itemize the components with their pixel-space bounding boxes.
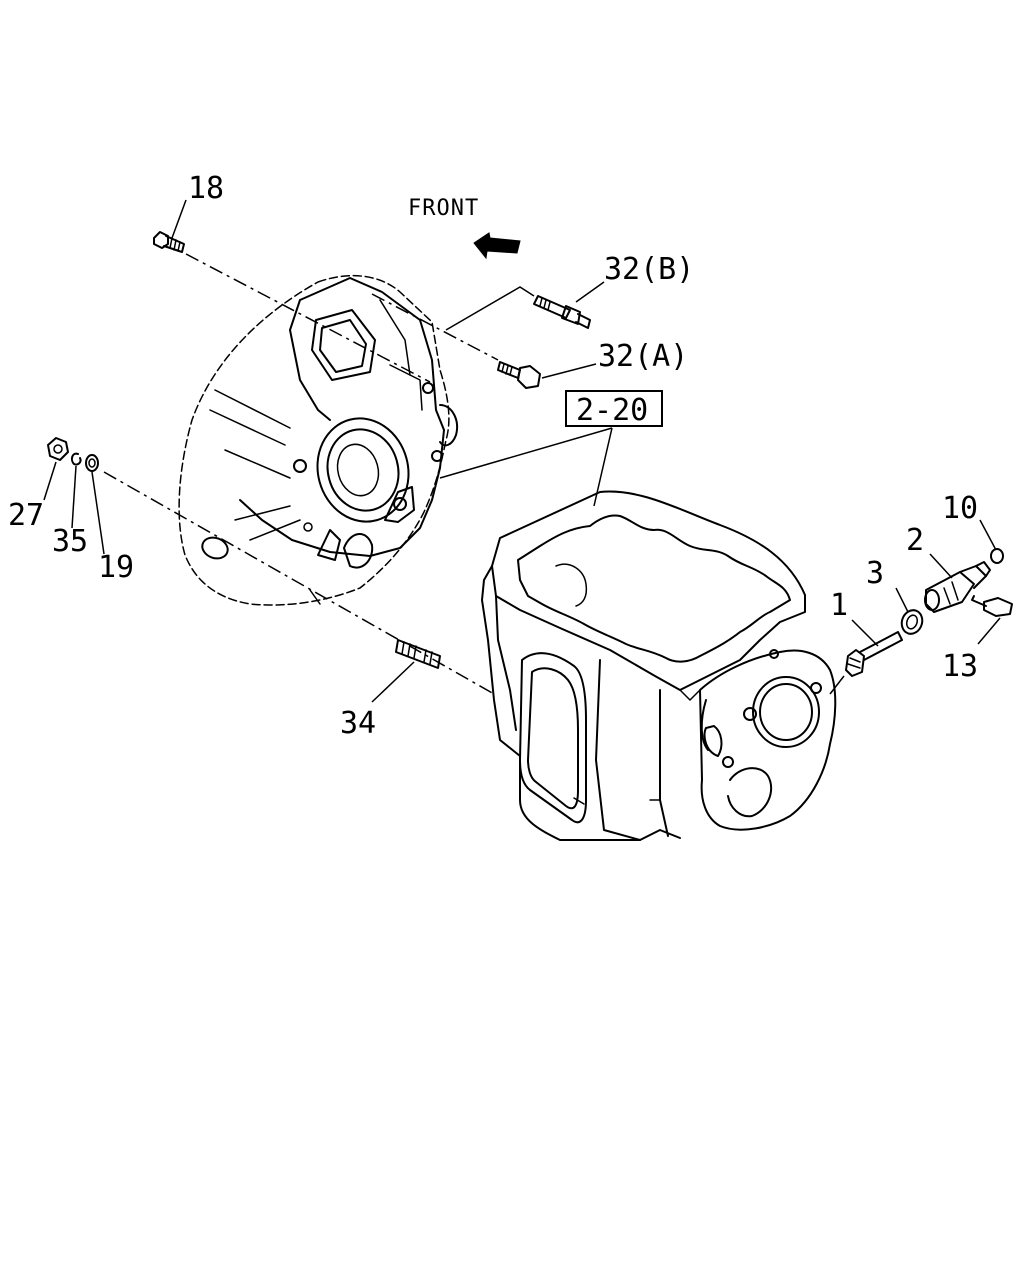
reference-box-label: 2-20 <box>576 393 648 428</box>
callout-32a: 32(A) <box>598 339 688 374</box>
bolt-18 <box>153 231 185 253</box>
stud-34 <box>395 639 441 669</box>
washer-19 <box>85 454 99 472</box>
clutch-housing <box>178 274 458 606</box>
callout-35: 35 <box>52 524 88 559</box>
plug-10 <box>990 548 1004 564</box>
front-direction-indicator: FRONT <box>408 196 521 260</box>
callout-10: 10 <box>942 491 978 526</box>
callout-1: 1 <box>830 588 848 623</box>
callout-13: 13 <box>942 649 978 684</box>
callout-3: 3 <box>866 556 884 591</box>
driven-gear-1 <box>845 631 903 677</box>
callout-2: 2 <box>906 523 924 558</box>
callout-19: 19 <box>98 550 134 585</box>
stud-32b <box>533 295 591 329</box>
callout-18: 18 <box>188 171 224 206</box>
reference-box[interactable]: 2-20 <box>565 390 663 428</box>
transmission-case <box>481 490 837 841</box>
bolt-13 <box>971 595 1013 617</box>
o-ring-3 <box>900 609 924 635</box>
front-arrow-icon <box>473 232 521 260</box>
assembly-lines <box>103 253 845 695</box>
nut-27 <box>47 437 69 461</box>
callout-34: 34 <box>340 706 376 741</box>
callout-labels: 18 32(B) 32(A) 27 35 19 34 1 3 2 10 13 <box>8 171 978 741</box>
bolt-32a <box>497 361 541 389</box>
callout-32b: 32(B) <box>604 252 694 287</box>
callout-27: 27 <box>8 498 44 533</box>
leader-lines <box>43 199 1001 703</box>
lock-washer-35 <box>70 452 82 466</box>
sleeve-2 <box>924 561 991 613</box>
front-label: FRONT <box>408 196 479 221</box>
